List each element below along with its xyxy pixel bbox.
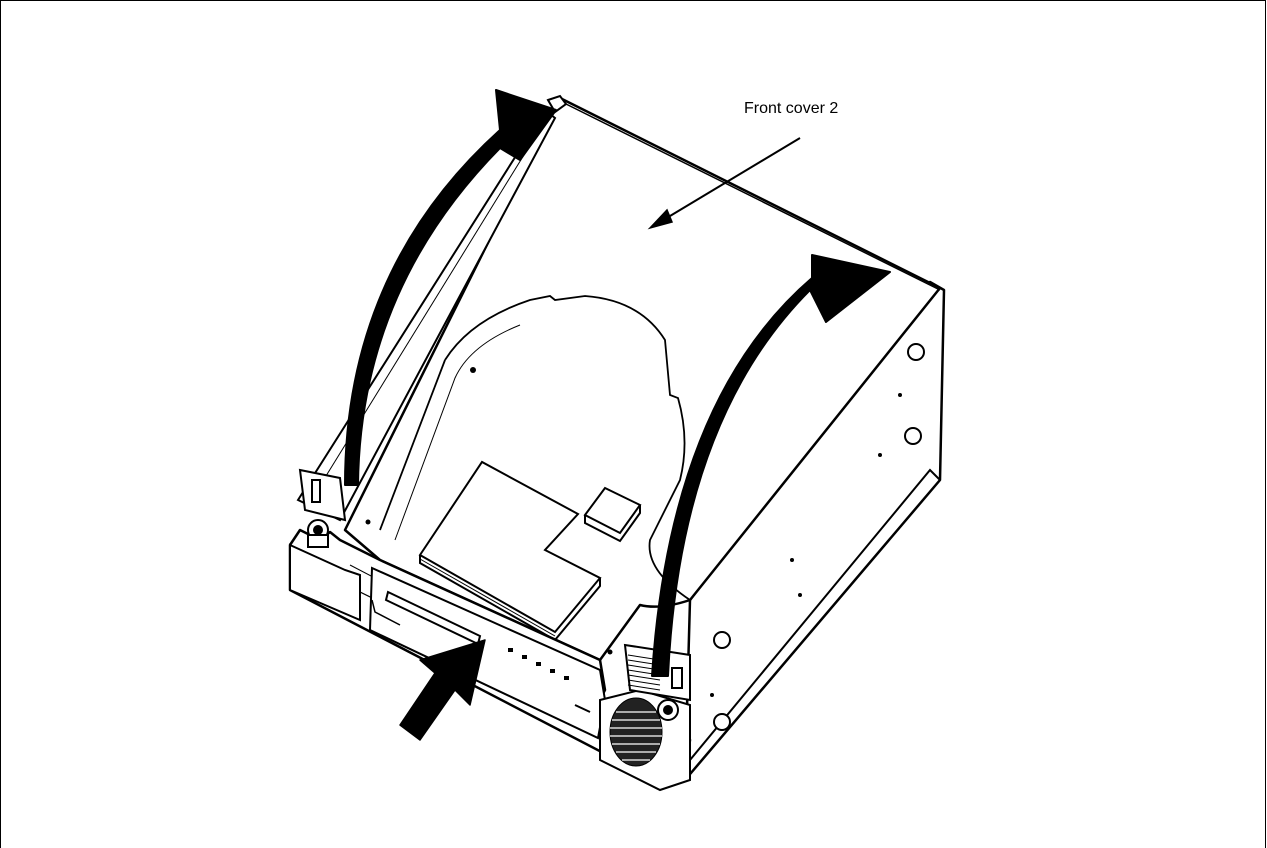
leader-line xyxy=(659,137,801,223)
side-screws xyxy=(713,343,925,731)
left-bezel-block xyxy=(289,543,361,622)
media-bay-outline xyxy=(444,295,691,601)
speaker-grille-icon xyxy=(609,697,663,767)
status-indicators xyxy=(508,648,569,680)
cover-screw xyxy=(470,367,476,373)
left-latch xyxy=(298,468,347,548)
curved-lift-arrow-left-icon xyxy=(344,89,557,486)
curved-lift-arrow-right-icon xyxy=(651,254,891,677)
circuit-board-top xyxy=(418,460,602,634)
push-arrow-icon xyxy=(399,639,486,741)
media-bay-left-edge xyxy=(379,359,446,531)
callout-label-front-cover: Front cover 2 xyxy=(744,100,839,117)
leader-arrow-icon xyxy=(647,208,674,230)
